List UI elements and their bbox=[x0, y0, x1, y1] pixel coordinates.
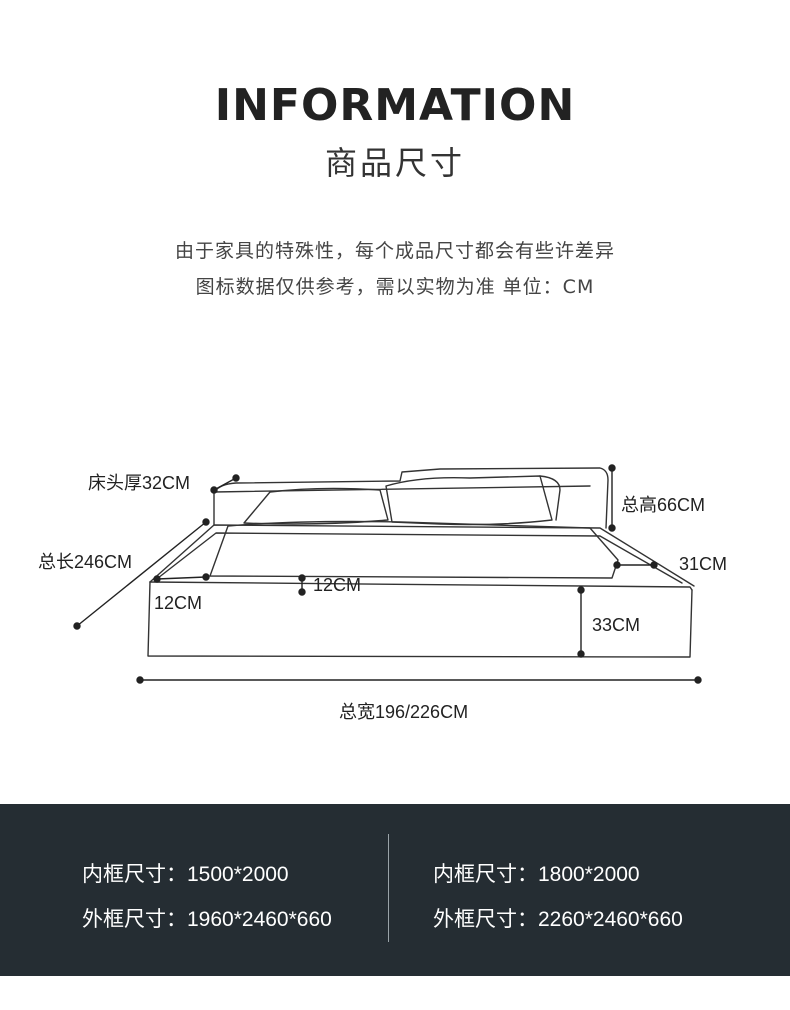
title-english: INFORMATION bbox=[214, 80, 576, 131]
spec-footer: 内框尺寸：1500*2000 外框尺寸：1960*2460*660 内框尺寸：1… bbox=[0, 804, 790, 976]
mattress-outline bbox=[209, 520, 619, 579]
dimension-headboard-thickness: 床头厚32CM bbox=[88, 473, 191, 493]
disclaimer-line-2: 图标数据仅供参考，需以实物为准 单位：CM bbox=[195, 276, 595, 298]
dimension-total-length: 总长246CM bbox=[38, 552, 133, 572]
dimension-front-edge-left: 12CM bbox=[154, 593, 203, 613]
title-chinese: 商品尺寸 bbox=[324, 144, 465, 182]
bed-dimension-drawing bbox=[73, 464, 702, 684]
spec-left-inner: 内框尺寸：1500*2000 bbox=[82, 863, 289, 886]
pillow-right bbox=[385, 475, 553, 526]
dimension-total-width: 总宽196/226CM bbox=[339, 702, 469, 722]
dimension-total-height: 总高66CM bbox=[621, 495, 706, 515]
dimension-base-height: 33CM bbox=[592, 615, 641, 635]
disclaimer-line-1: 由于家具的特殊性，每个成品尺寸都会有些许差异 bbox=[174, 240, 615, 262]
spec-right-inner: 内框尺寸：1800*2000 bbox=[433, 863, 640, 886]
dimension-side-edge: 31CM bbox=[679, 554, 728, 574]
pillow-left bbox=[243, 487, 389, 525]
dimension-front-edge-mid: 12CM bbox=[313, 575, 362, 595]
bed-base-outline bbox=[147, 581, 693, 658]
spec-right-outer: 外框尺寸：2260*2460*660 bbox=[433, 908, 683, 931]
footer-divider bbox=[388, 834, 389, 942]
bed-platform-outline bbox=[149, 524, 695, 587]
spec-left-outer: 外框尺寸：1960*2460*660 bbox=[82, 908, 332, 931]
